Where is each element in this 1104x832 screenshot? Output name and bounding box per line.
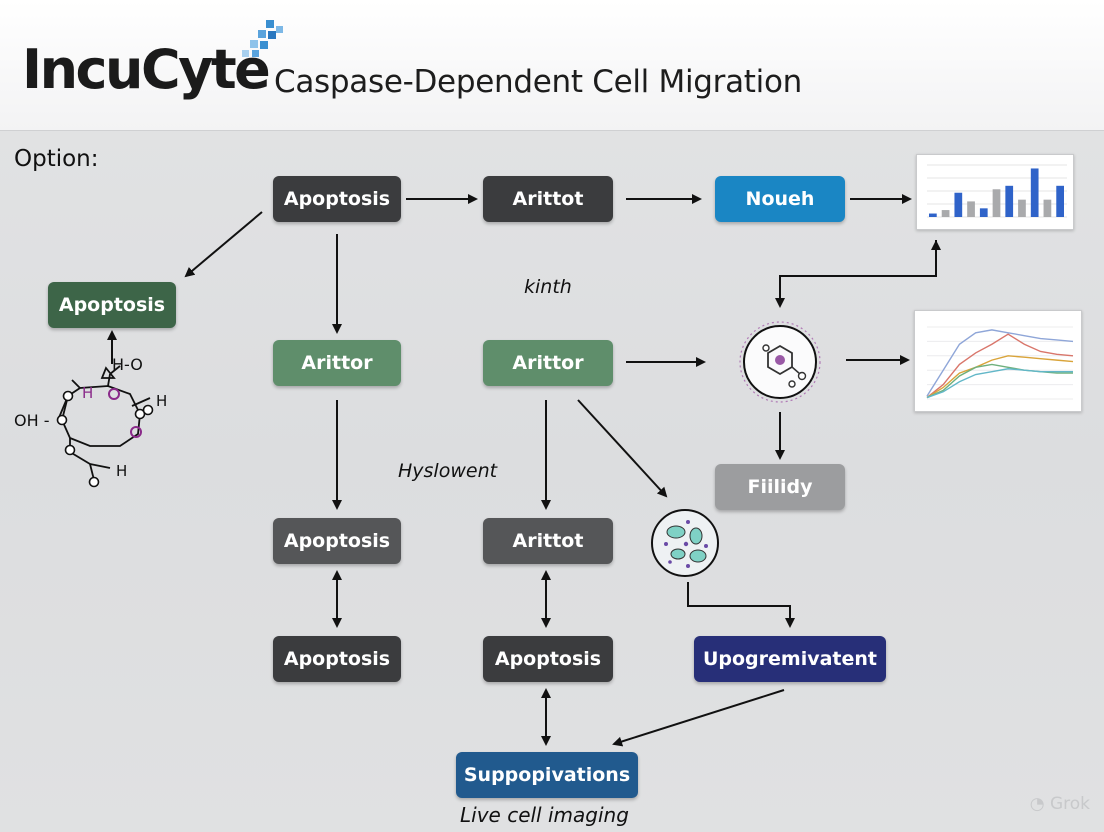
- label-kinth: kinth: [524, 276, 572, 298]
- molecule-h3: H: [116, 462, 127, 480]
- bar-chart-bar: [1056, 185, 1064, 217]
- page-title: Caspase-Dependent Cell Migration: [274, 64, 802, 100]
- bar-chart-bar: [954, 192, 963, 217]
- mini-line-chart: [914, 310, 1082, 412]
- bar-chart-bar: [941, 210, 950, 217]
- cell-organelles-icon: [651, 509, 719, 577]
- label-live-cell-imaging: Live cell imaging: [460, 803, 629, 827]
- line-chart-series: [926, 368, 1073, 399]
- node-arittot-row3[interactable]: Arittot: [483, 518, 613, 564]
- molecule-h-o: H-O: [112, 355, 143, 374]
- molecule-h2: H: [156, 392, 167, 410]
- header-bar: IncuCyte Caspase-Dependent Cell Migratio…: [0, 0, 1104, 131]
- bar-chart-bar: [979, 208, 988, 217]
- node-upogremivatent[interactable]: Upogremivatent: [694, 636, 886, 682]
- bar-chart-bar: [992, 189, 1001, 217]
- line-chart-series: [926, 333, 1074, 399]
- bar-chart-bar: [929, 213, 937, 217]
- logo-pixel-icon: [242, 20, 283, 57]
- bar-chart-svg: [927, 164, 1067, 218]
- molecule-oh: OH -: [14, 411, 49, 430]
- node-apoptosis-top[interactable]: Apoptosis: [273, 176, 401, 222]
- node-apoptosis-row4b[interactable]: Apoptosis: [483, 636, 613, 682]
- bar-chart-bar: [967, 201, 975, 217]
- bar-chart-bar: [1005, 185, 1014, 217]
- node-suppopivations[interactable]: Suppopivations: [456, 752, 638, 798]
- line-chart-svg: [926, 326, 1074, 400]
- line-chart-series: [926, 363, 1073, 399]
- line-chart-series: [926, 329, 1074, 397]
- node-arittor-left[interactable]: Arittor: [273, 340, 401, 386]
- molecule-h1: H: [82, 384, 93, 402]
- mini-bar-chart: [916, 154, 1074, 230]
- bar-chart-bar: [1018, 199, 1026, 217]
- cell-molecule-icon: [739, 321, 821, 403]
- molecule-structure-icon: H-O OH - H H H: [14, 355, 167, 488]
- node-arittor-mid[interactable]: Arittor: [483, 340, 613, 386]
- node-arittot-top[interactable]: Arittot: [483, 176, 613, 222]
- node-apoptosis-row4a[interactable]: Apoptosis: [273, 636, 401, 682]
- bar-chart-bar: [1030, 168, 1039, 217]
- line-chart-series: [926, 355, 1074, 399]
- option-label: Option:: [14, 146, 99, 172]
- label-hyslowent: Hyslowent: [398, 460, 498, 482]
- node-apoptosis-left[interactable]: Apoptosis: [48, 282, 176, 328]
- node-fiilidy[interactable]: Fiilidy: [715, 464, 845, 510]
- grok-watermark: ◔ Grok: [1029, 794, 1090, 814]
- node-noueh[interactable]: Noueh: [715, 176, 845, 222]
- bar-chart-bar: [1043, 199, 1052, 217]
- incucyte-logo: IncuCyte: [22, 38, 271, 101]
- watermark-text: Grok: [1049, 794, 1090, 814]
- node-apoptosis-row3[interactable]: Apoptosis: [273, 518, 401, 564]
